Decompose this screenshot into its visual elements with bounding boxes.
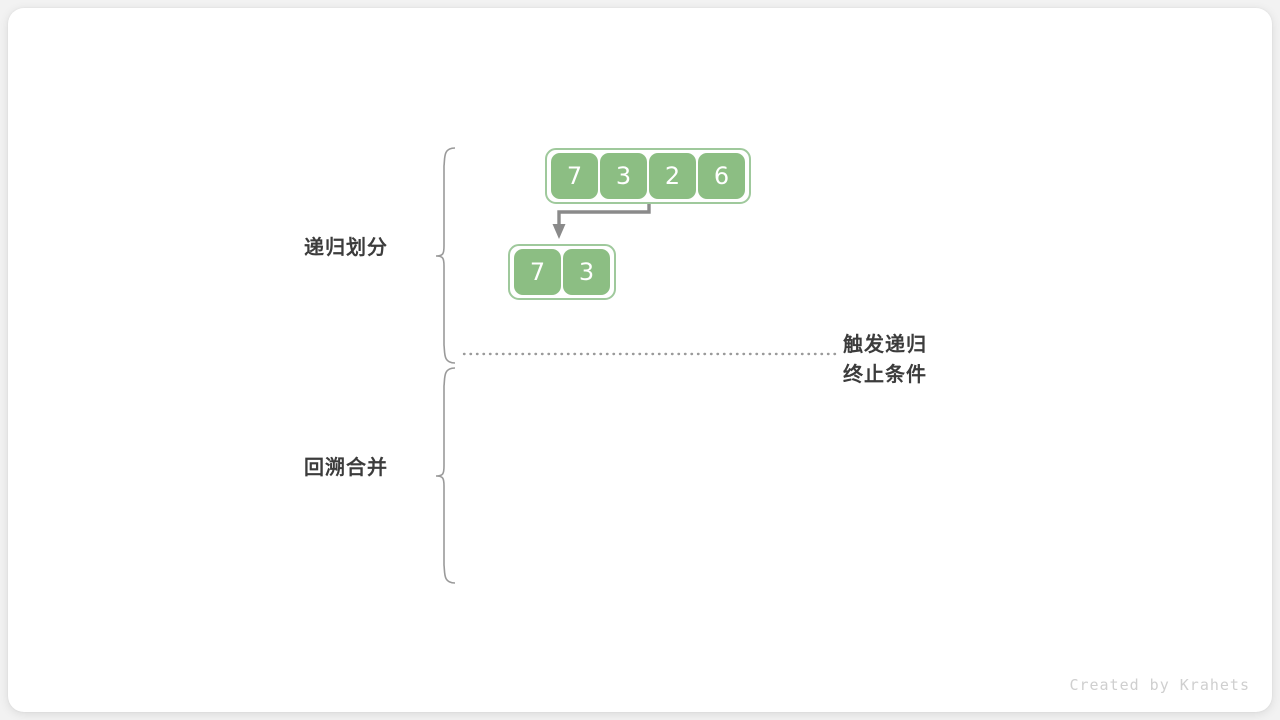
array-cell: 3 xyxy=(600,153,647,199)
array-left-sub: 7 3 xyxy=(508,244,616,300)
stage-label-divide: 递归划分 xyxy=(304,237,388,259)
array-cell: 3 xyxy=(563,249,610,295)
array-cell: 7 xyxy=(551,153,598,199)
figure-card: 递归划分 回溯合并 触发递归 终止条件 7 3 2 6 7 3 Created … xyxy=(8,8,1272,712)
termination-note-line-1: 触发递归 xyxy=(843,334,927,356)
brace-merge xyxy=(435,367,456,584)
diagram-svg xyxy=(435,147,837,584)
split-arrow-line xyxy=(557,198,651,226)
split-arrow-head xyxy=(552,224,566,239)
array-cell: 6 xyxy=(698,153,745,199)
termination-note-line-2: 终止条件 xyxy=(843,364,927,386)
array-top: 7 3 2 6 xyxy=(545,148,751,204)
watermark-credit: Created by Krahets xyxy=(1069,676,1250,694)
array-cell: 7 xyxy=(514,249,561,295)
stage-label-merge: 回溯合并 xyxy=(304,457,388,479)
array-cell: 2 xyxy=(649,153,696,199)
brace-divide xyxy=(435,147,456,364)
termination-note: 触发递归 终止条件 xyxy=(843,330,927,390)
